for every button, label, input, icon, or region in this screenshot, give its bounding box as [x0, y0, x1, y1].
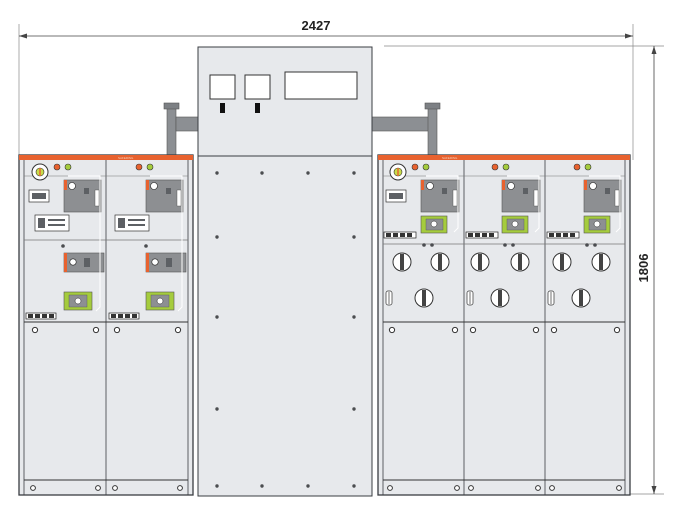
busbar-connector-right: [371, 102, 441, 158]
left-bay-1: [25, 163, 105, 491]
height-dimension: 1806: [384, 45, 664, 495]
right-bay-3: [546, 163, 622, 491]
height-dimension-label: 1806: [636, 254, 651, 283]
indicator-lamp-icon: [411, 163, 430, 171]
right-switchgear-unit: SAFERING: [377, 154, 631, 496]
busbar-connector-left: [163, 102, 199, 158]
fuse-icon: [547, 290, 555, 306]
width-dimension-label: 2427: [302, 18, 331, 33]
breaker-switch-icon: [63, 291, 93, 311]
indicator-lamp-icon: [491, 163, 510, 171]
indicator-lamp-icon: [135, 163, 154, 171]
left-bay-2: [108, 163, 187, 491]
svg-text:SAFERING: SAFERING: [118, 156, 134, 160]
breaker-switch-icon: [501, 215, 529, 234]
fuse-icon: [466, 290, 474, 306]
dial-knob-icon: [31, 163, 49, 181]
center-cabinet: [197, 46, 373, 497]
width-dimension: 2427: [18, 18, 634, 160]
right-bay-2: [465, 163, 541, 491]
fuse-icon: [385, 290, 393, 306]
breaker-switch-icon: [145, 291, 175, 311]
breaker-switch-icon: [583, 215, 611, 234]
left-switchgear-unit: SAFERING: [18, 154, 194, 496]
indicator-lamp-icon: [573, 163, 592, 171]
breaker-switch-icon: [420, 215, 448, 234]
dial-knob-icon: [389, 163, 407, 181]
svg-text:SAFERING: SAFERING: [442, 156, 458, 160]
right-bay-1: [383, 163, 460, 491]
indicator-lamp-icon: [53, 163, 72, 171]
